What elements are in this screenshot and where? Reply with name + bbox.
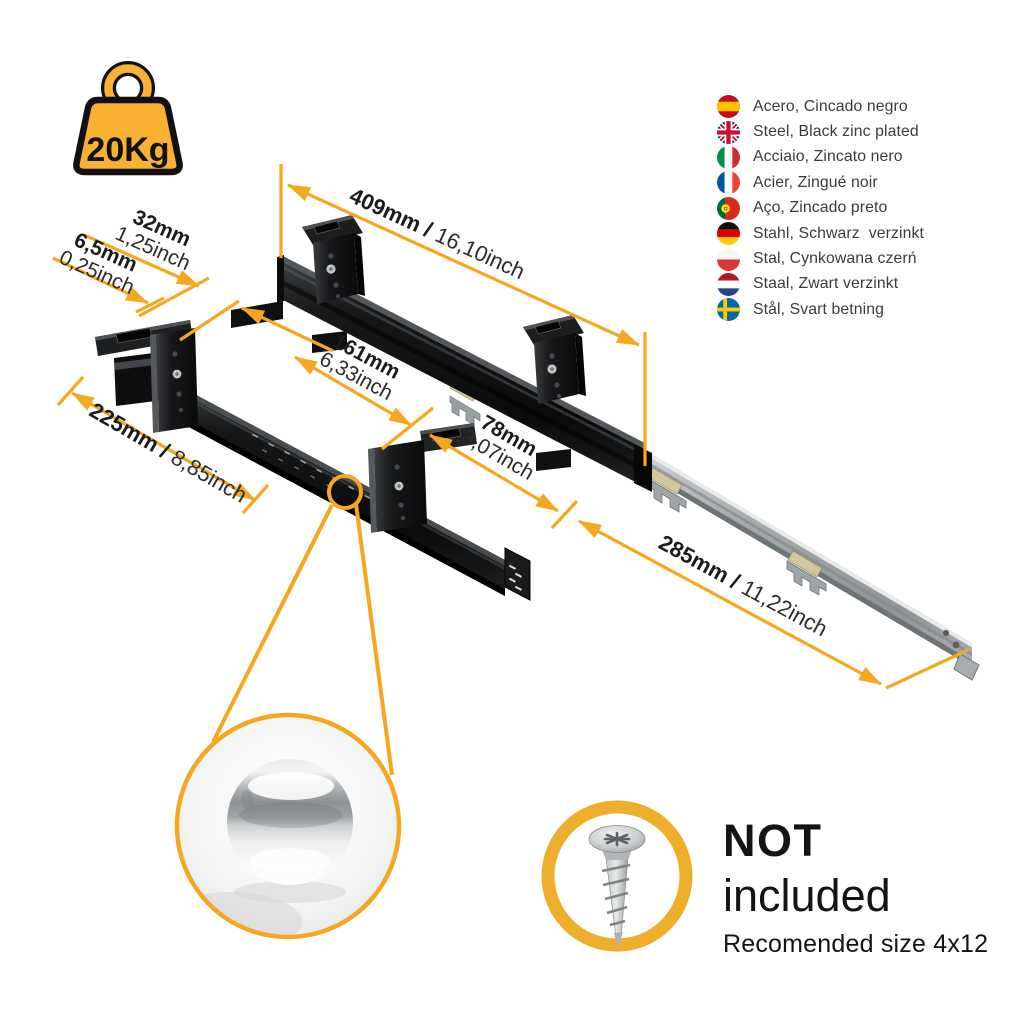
screw-icon bbox=[588, 825, 646, 949]
materials-list: Acero, Cincado negro Steel, Black zinc p… bbox=[717, 94, 924, 323]
weight-badge-label: 20Kg bbox=[86, 131, 169, 169]
magnifier-callout bbox=[174, 474, 402, 940]
dim-line-409 bbox=[287, 183, 640, 347]
flag-sweden-icon bbox=[717, 298, 740, 322]
material-row-sweden: Stål, Svart betning bbox=[717, 297, 924, 322]
flag-france-icon bbox=[717, 171, 740, 195]
dim-line-285 bbox=[578, 519, 882, 686]
dimension-lines bbox=[52, 164, 969, 690]
dim-line-225 bbox=[71, 391, 256, 502]
material-row-italy: Acciaio, Zincato nero bbox=[717, 145, 924, 170]
flag-poland-icon bbox=[717, 247, 740, 271]
flag-germany-icon bbox=[717, 222, 740, 246]
material-row-spain: Acero, Cincado negro bbox=[717, 94, 924, 119]
flag-uk-icon bbox=[717, 120, 740, 144]
material-row-france: Acier, Zingué noir bbox=[717, 170, 924, 195]
flag-spain-icon bbox=[717, 95, 740, 119]
material-row-uk: Steel, Black zinc plated bbox=[717, 119, 924, 144]
material-row-poland: Stal, Cynkowana czerń bbox=[717, 246, 924, 271]
dim-line-78 bbox=[429, 433, 559, 513]
material-row-portugal: Aço, Zincado preto bbox=[717, 196, 924, 221]
material-row-netherlands: Staal, Zwart verzinkt bbox=[717, 272, 924, 297]
dim-line-32 bbox=[83, 233, 200, 288]
dim-line-161 bbox=[294, 355, 412, 427]
not-included-note: Recomended size 4x12 bbox=[723, 930, 989, 958]
material-row-germany: Stahl, Schwarz verzinkt bbox=[717, 221, 924, 246]
flag-italy-icon bbox=[717, 145, 740, 169]
endcap-slots bbox=[508, 564, 523, 591]
not-included-block: NOT included Recomended size 4x12 bbox=[723, 818, 988, 959]
flag-portugal-icon bbox=[717, 196, 740, 220]
flag-netherlands-icon bbox=[717, 272, 740, 296]
not-included-subtitle: included bbox=[723, 870, 891, 921]
not-included-title: NOT bbox=[723, 815, 823, 866]
screw-callout bbox=[541, 800, 693, 952]
dim-line-65 bbox=[52, 256, 149, 305]
weight-badge-icon: 20Kg bbox=[73, 61, 183, 176]
